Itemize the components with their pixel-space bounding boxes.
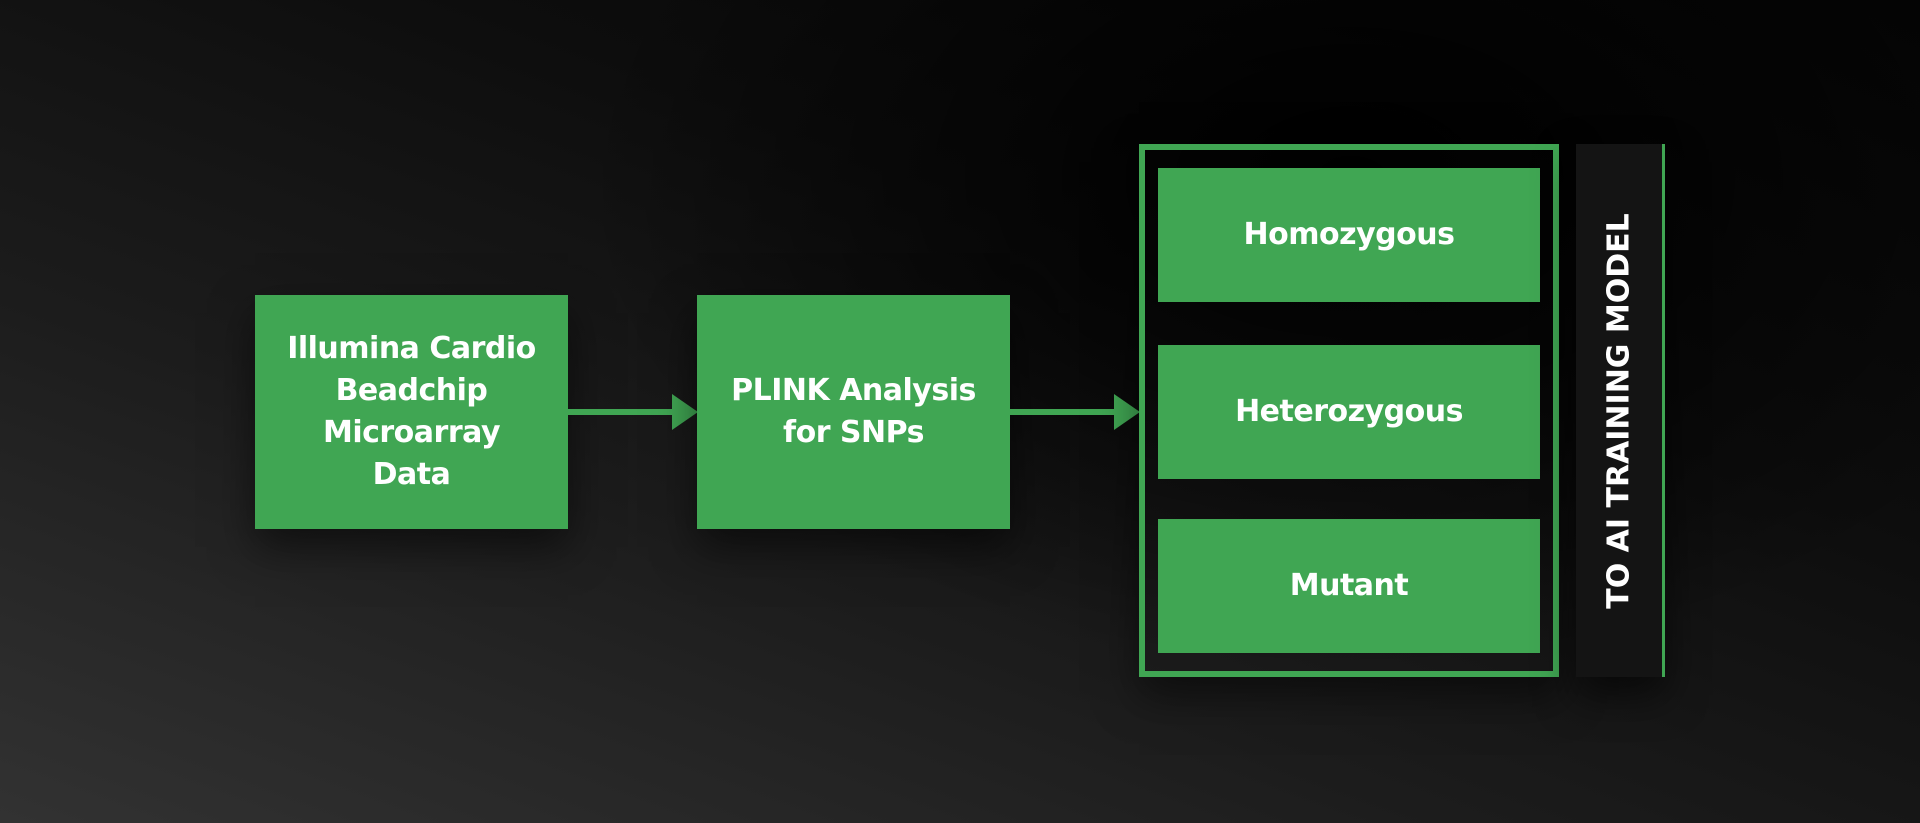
source-line-4: Data <box>372 457 451 492</box>
plink-analysis-text: PLINK Analysis for SNPs <box>731 370 976 454</box>
heterozygous-box: Heterozygous <box>1158 345 1540 479</box>
analysis-line-2: for SNPs <box>783 415 924 450</box>
source-line-3: Microarray <box>322 415 501 450</box>
mutant-label: Mutant <box>1289 568 1409 603</box>
ai-training-model-label: TO AI TRAINING MODEL <box>1601 212 1637 609</box>
source-line-2: Beadchip <box>335 373 488 408</box>
ai-training-model-panel: TO AI TRAINING MODEL <box>1576 144 1665 677</box>
arrow-2-head-icon <box>1114 394 1140 430</box>
arrow-1-shaft <box>568 409 674 415</box>
homozygous-label: Homozygous <box>1243 217 1455 252</box>
arrow-1-head-icon <box>672 394 698 430</box>
analysis-line-1: PLINK Analysis <box>731 373 976 408</box>
heterozygous-label: Heterozygous <box>1235 394 1463 429</box>
microarray-data-text: Illumina Cardio Beadchip Microarray Data <box>287 328 536 496</box>
microarray-data-box: Illumina Cardio Beadchip Microarray Data <box>255 295 568 529</box>
arrow-2-shaft <box>1010 409 1116 415</box>
homozygous-box: Homozygous <box>1158 168 1540 302</box>
genotype-group-frame <box>1139 144 1559 677</box>
source-line-1: Illumina Cardio <box>287 331 536 366</box>
mutant-box: Mutant <box>1158 519 1540 653</box>
plink-analysis-box: PLINK Analysis for SNPs <box>697 295 1010 529</box>
